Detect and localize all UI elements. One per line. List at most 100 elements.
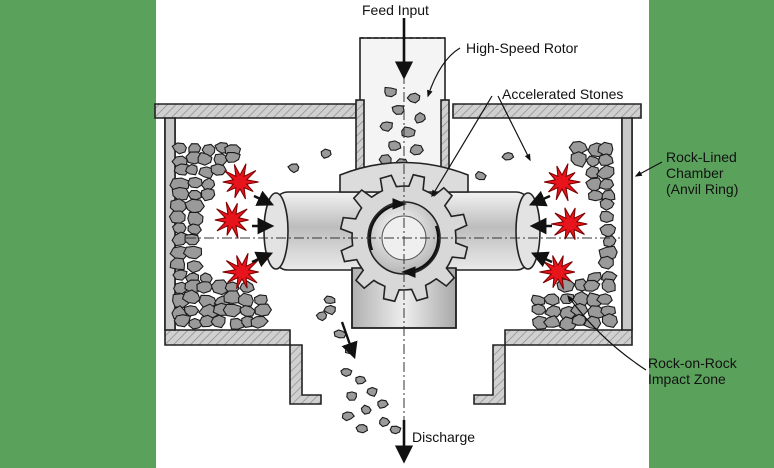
stone (542, 314, 561, 328)
label-high-speed-rotor: High-Speed Rotor (466, 40, 578, 56)
stone (601, 278, 616, 293)
impact-burst (214, 201, 249, 239)
stone (197, 151, 213, 166)
impact-burst (544, 163, 581, 202)
stone (200, 188, 216, 202)
center-lines (186, 20, 620, 440)
impact-burst (551, 207, 588, 240)
stone (182, 245, 203, 260)
stone (187, 223, 202, 235)
stone (583, 279, 601, 292)
discharge-stone (340, 368, 353, 378)
callout-leaders (427, 47, 663, 371)
impact-arrows (251, 190, 553, 360)
stone (585, 165, 600, 179)
feed-tube (355, 37, 450, 173)
falling-stones (287, 148, 515, 435)
label-discharge: Discharge (412, 429, 475, 445)
discharge-stone (355, 424, 369, 434)
feed-stone (388, 140, 402, 151)
stone (237, 292, 254, 307)
feed-stone (406, 92, 421, 104)
feed-stone (391, 105, 405, 115)
stone (172, 269, 188, 281)
impact-burst (222, 252, 259, 290)
impact-burst (222, 163, 259, 200)
discharge-stone (323, 304, 336, 316)
stone (188, 143, 202, 155)
stone (597, 255, 614, 270)
stone (210, 163, 227, 176)
feed-stone (409, 144, 424, 156)
discharge-stone (355, 375, 367, 385)
stone (184, 163, 198, 176)
stone (210, 314, 226, 329)
stone (598, 178, 615, 190)
stone (171, 222, 187, 236)
stone (254, 303, 273, 317)
stone (569, 302, 589, 316)
label-rock-lined-chamber: Rock-Lined Chamber (Anvil Ring) (666, 149, 741, 197)
stone (602, 235, 617, 248)
label-feed-input: Feed Input (362, 2, 429, 18)
feed-stone (384, 86, 397, 98)
stone (597, 141, 614, 156)
feed-stone (401, 126, 416, 138)
discharge-stone (360, 404, 372, 415)
stone (213, 153, 228, 166)
right-green-band (649, 0, 774, 468)
label-impact-zone: Rock-on-Rock Impact Zone (648, 355, 741, 387)
stone (229, 317, 245, 330)
stone (200, 177, 216, 191)
flying-stone (501, 152, 515, 161)
stone (599, 210, 614, 223)
stone (544, 305, 562, 318)
stone (223, 290, 241, 304)
stone (187, 211, 204, 228)
discharge-stone (323, 295, 336, 304)
stone (601, 312, 618, 329)
stone (543, 293, 560, 306)
stone (186, 260, 204, 274)
stone (199, 314, 216, 328)
crusher-housing (154, 103, 642, 405)
discharge-stone (333, 329, 347, 339)
rotation-arrow-inner (401, 225, 440, 278)
stone (571, 313, 587, 326)
stone (600, 305, 617, 317)
stone (187, 176, 203, 189)
rotation-arrow-outer (368, 198, 407, 251)
discharge-stone (377, 399, 389, 409)
stone (181, 289, 201, 305)
discharge-stone (379, 416, 391, 428)
stone (173, 314, 192, 328)
stone (250, 315, 269, 329)
flying-stone (287, 163, 300, 174)
stone (173, 163, 190, 176)
discharge-stone (315, 311, 328, 322)
stone (596, 293, 613, 305)
rock-bed-right (530, 140, 618, 332)
discharge-stone (389, 425, 402, 435)
left-green-band (0, 0, 156, 468)
stone (598, 153, 614, 166)
stone (222, 303, 242, 318)
stone (183, 305, 200, 317)
stone (184, 233, 200, 246)
stone (210, 279, 230, 296)
stone (169, 245, 189, 261)
label-accelerated-stones: Accelerated Stones (502, 86, 623, 102)
stone (599, 197, 615, 211)
stone (169, 198, 187, 213)
discharge-stone (346, 391, 357, 401)
stone (169, 257, 186, 271)
feed-stone (414, 111, 426, 124)
stone (187, 189, 202, 201)
discharge-stone (366, 386, 378, 397)
feed-stone (379, 121, 393, 132)
stone (196, 281, 214, 294)
flying-stone (320, 148, 332, 159)
stone (168, 210, 186, 225)
stone (531, 303, 547, 315)
